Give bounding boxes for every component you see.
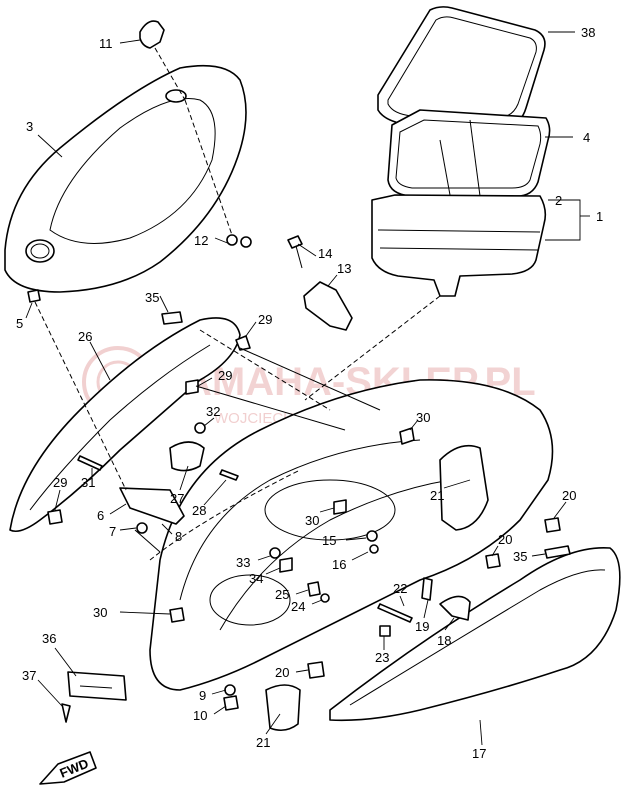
part-30-bolt-c [169,607,185,623]
part-2-storage-box [371,194,547,297]
part-30-bolt-b [333,499,347,515]
part-19-pin [421,577,433,601]
part-23-nut [379,625,391,637]
part-33-washer [269,547,281,559]
callout-35b: 35 [513,549,527,564]
callout-16: 16 [332,557,346,572]
part-32-grommet [194,422,206,434]
callout-18: 18 [437,633,451,648]
part-37-rivet [61,703,71,723]
part-35-tab-right [544,545,571,559]
callout-30a: 30 [416,410,430,425]
callout-7: 7 [109,524,116,539]
part-6-bracket [119,487,185,525]
part-29-nut-a [235,335,251,351]
callout-38: 38 [581,25,595,40]
callout-19: 19 [415,619,429,634]
callout-12: 12 [194,233,208,248]
part-28-pin [219,469,239,481]
callout-30c: 30 [93,605,107,620]
callout-14: 14 [318,246,332,261]
callout-21b: 21 [256,735,270,750]
callout-6: 6 [97,508,104,523]
part-31-bolt [77,455,103,471]
callout-5: 5 [16,316,23,331]
part-34-nut [279,557,293,573]
callout-37: 37 [22,668,36,683]
callout-25: 25 [275,587,289,602]
part-20-nut-b [485,553,501,569]
part-3-front-cover [4,64,247,293]
part-25-nut [307,581,321,597]
callout-35a: 35 [145,290,159,305]
callout-17: 17 [472,746,486,761]
fwd-indicator: FWD [39,751,97,785]
part-20-nut-a [544,517,561,533]
part-30-bolt-a [399,427,415,445]
part-7-screw [136,522,148,534]
part-16-washer [369,544,379,554]
part-35-tab [161,311,183,325]
callout-22: 22 [393,581,407,596]
callout-13: 13 [337,261,351,276]
part-3-cover-hole [25,239,55,263]
callout-32: 32 [206,404,220,419]
callout-3: 3 [26,119,33,134]
part-12-screw-a [226,234,238,246]
part-4-gasket [387,109,551,198]
callout-29b: 29 [218,368,232,383]
callout-2: 2 [555,193,562,208]
part-9-washer [224,684,236,696]
part-36-label [67,671,127,701]
callout-10: 10 [193,708,207,723]
callout-31: 31 [81,475,95,490]
callout-36: 36 [42,631,56,646]
callout-24: 24 [291,599,305,614]
callout-20a: 20 [562,488,576,503]
part-22-bolt [377,603,413,623]
fwd-arrow-icon [39,751,97,785]
part-24-washer [320,593,330,603]
part-29-nut-b [185,379,199,395]
callout-1: 1 [596,209,603,224]
callout-8: 8 [175,529,182,544]
part-11-clip [139,20,165,49]
part-15-washer [366,530,378,542]
callout-26: 26 [78,329,92,344]
part-13-bracket [303,281,353,331]
callout-11: 11 [99,36,113,51]
part-17-lower-rail [329,546,621,722]
part-10-nut [223,695,239,711]
part-21-bracket-a [439,444,489,531]
callout-27: 27 [170,491,184,506]
callout-15: 15 [322,533,336,548]
part-20-nut-c [307,661,325,679]
callout-29a: 29 [258,312,272,327]
part-38-seal [377,6,546,127]
part-27-damper [169,441,205,472]
callout-28: 28 [192,503,206,518]
part-12-screw-b [240,236,252,248]
callout-9: 9 [199,688,206,703]
part-21-bracket-b [265,684,301,732]
callouts: 1 2 3 4 5 6 7 8 9 10 11 12 13 14 15 16 1… [16,25,603,761]
callout-20b: 20 [498,532,512,547]
part-5-nut [27,289,41,303]
part-29-nut-c [47,509,63,525]
part-18-clamp [439,595,471,621]
callout-33: 33 [236,555,250,570]
part-14-bolt [287,235,303,249]
callout-4: 4 [583,130,590,145]
callout-34: 34 [249,571,263,586]
callout-23: 23 [375,650,389,665]
callout-20c: 20 [275,665,289,680]
callout-30b: 30 [305,513,319,528]
callout-29c: 29 [53,475,67,490]
callout-21a: 21 [430,488,444,503]
